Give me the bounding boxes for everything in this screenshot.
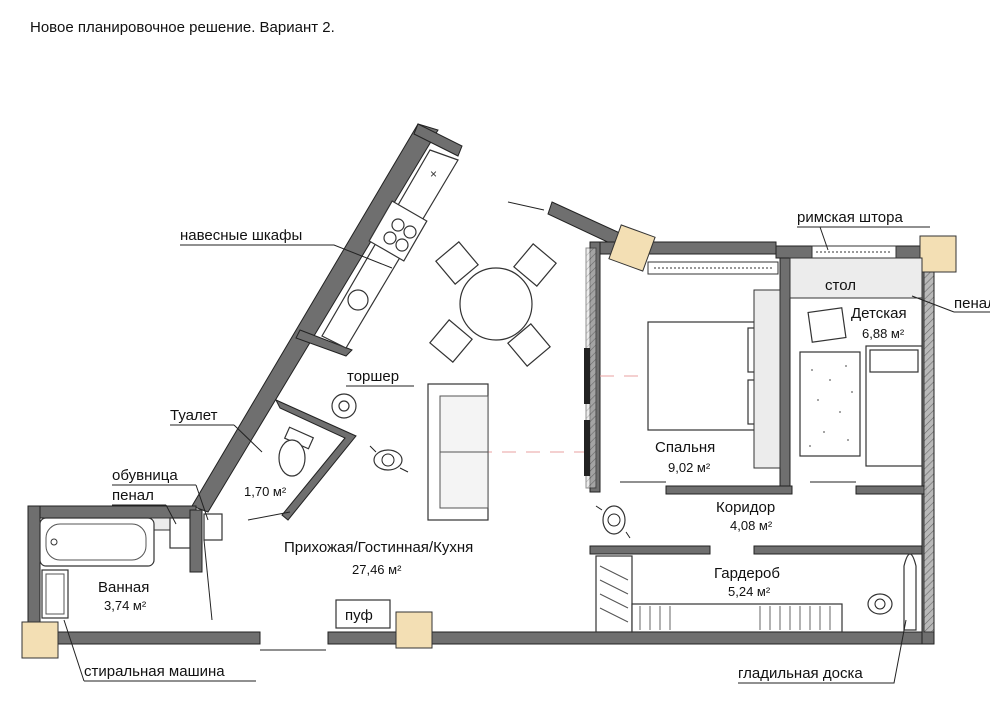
callout-pouf: пуф: [345, 607, 373, 624]
leader-cabinets: [180, 244, 393, 269]
room-living-name: Прихожая/Гостинная/Кухня: [284, 539, 473, 556]
dining-table: [459, 267, 533, 341]
wall-kitchen-top: [413, 123, 463, 157]
wall-bath-right: [189, 509, 203, 573]
cross-mark: ×: [430, 167, 437, 181]
person-icon: [867, 593, 893, 615]
corner-post-3: [21, 621, 59, 659]
room-corridor-area: 4,08 м²: [730, 518, 773, 533]
callout-lamp: торшер: [347, 368, 399, 385]
wall-bed-kids: [779, 257, 791, 493]
wardrobe-shelf: [595, 555, 633, 633]
wall-kids-bottom: [855, 485, 927, 495]
stove-burner: [383, 231, 397, 245]
corner-post-4: [395, 611, 433, 649]
door-frame: [203, 513, 223, 541]
room-bath-area: 3,74 м²: [104, 598, 147, 613]
room-corridor-name: Коридор: [716, 499, 775, 516]
callout-desk: стол: [825, 277, 856, 294]
leader-washer: [63, 619, 256, 682]
door-swing-bath: [203, 539, 213, 621]
wall-bed-bottom: [665, 485, 793, 495]
leader-ironing: [738, 619, 907, 684]
callout-cabinets: навесные шкафы: [180, 227, 302, 244]
leader-blind: [797, 226, 930, 251]
pouf: [335, 599, 391, 629]
room-wardrobe-area: 5,24 м²: [728, 584, 771, 599]
stove-burner: [395, 238, 409, 252]
room-kids-area: 6,88 м²: [862, 326, 905, 341]
door-balcony: [507, 201, 545, 211]
door-toilet: [247, 511, 291, 521]
wardrobe-rail: [631, 603, 843, 633]
wall-bath-left: [27, 505, 41, 637]
callout-penal-left: пенал: [112, 487, 154, 504]
wall-niche: [295, 329, 353, 357]
room-toilet-area: 1,70 м²: [244, 484, 287, 499]
dining-chair: [513, 243, 557, 287]
kids-desk: [789, 257, 923, 299]
leader-penal-right: [911, 295, 990, 313]
room-bath-name: Ванная: [98, 579, 149, 596]
window-bedroom: [647, 261, 779, 275]
callout-washer: стиральная машина: [84, 663, 225, 680]
corner-post-2: [919, 235, 957, 273]
dining-chair: [507, 323, 551, 367]
corner-post-1: [608, 224, 656, 272]
person-icon: [369, 445, 409, 473]
callout-penal-right: пенал: [954, 295, 990, 312]
wall-bath-top: [27, 505, 197, 519]
stove-burner: [391, 218, 405, 232]
wall-bottom-left: [27, 631, 261, 645]
hatch-column-2: [923, 261, 935, 633]
ironing-board: [903, 553, 917, 631]
door-bedroom-left-2: [584, 420, 590, 476]
stove-burner: [403, 225, 417, 239]
wall-diagonal-left: [191, 123, 439, 513]
bedroom-closet: [753, 289, 781, 469]
person-icon: [595, 505, 631, 539]
toilet-icon: [278, 439, 306, 477]
room-kids-name: Детская: [851, 305, 907, 322]
kids-chair: [807, 307, 847, 343]
door-bedroom-left: [584, 348, 590, 404]
room-bedroom-name: Спальня: [655, 439, 715, 456]
kids-rug: [799, 351, 861, 457]
penal-left: [169, 517, 191, 549]
kids-pillow: [869, 349, 919, 373]
room-wardrobe-name: Гардероб: [714, 565, 780, 582]
callout-ironing: гладильная доска: [738, 665, 863, 682]
wall-window-right: [547, 201, 623, 247]
dining-chair: [435, 241, 479, 285]
room-bedroom-area: 9,02 м²: [668, 460, 711, 475]
plan-title: Новое планировочное решение. Вариант 2.: [30, 19, 335, 36]
room-toilet-name: Туалет: [170, 407, 218, 424]
callout-blind: римская штора: [797, 209, 903, 226]
wall-wardrobe-top-r: [753, 545, 923, 555]
room-living-area: 27,46 м²: [352, 562, 402, 577]
sink-icon: [347, 289, 369, 311]
callout-shoe-cabinet: обувница: [112, 467, 178, 484]
dining-chair: [429, 319, 473, 363]
wall-toilet: [274, 398, 357, 521]
wall-wardrobe-top-l: [589, 545, 711, 555]
